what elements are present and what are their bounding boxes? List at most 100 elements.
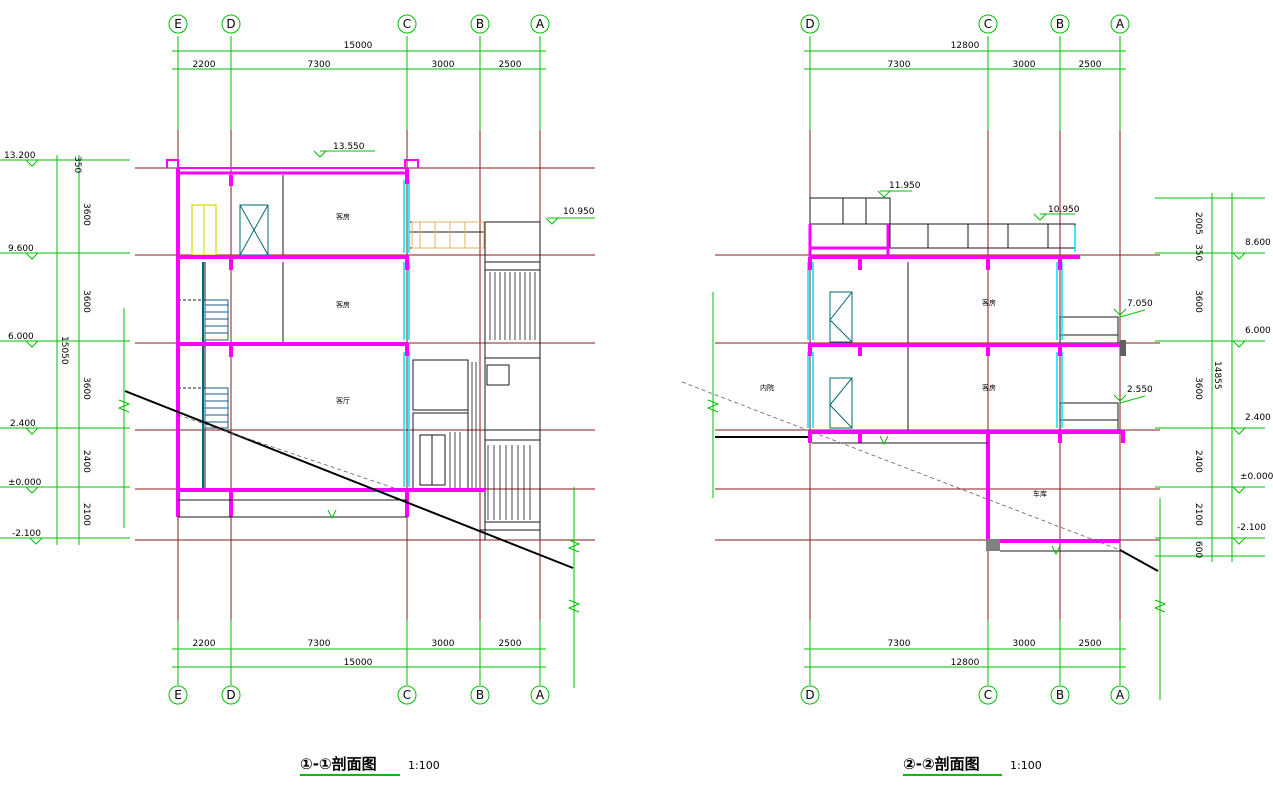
s2-axis-label-bottom-0: D (805, 688, 814, 702)
s2-dim-break-marks (706, 399, 1167, 613)
s1-vdim-4: 2400 (81, 450, 91, 473)
s1-axis-circles-top (168, 14, 550, 34)
section-1-1: E D C B A E D C B A 15000 2200 7300 3000… (0, 14, 595, 776)
s1-axis-label-bottom-1: D (226, 688, 235, 702)
s2-dim-seg-bottom-1: 3000 (1013, 639, 1036, 649)
s1-level-1: 9.600 (8, 244, 34, 254)
s2-vdim-4: 2400 (1193, 450, 1203, 473)
s2-dim-seg-top-2: 2500 (1079, 60, 1102, 70)
s2-doors (829, 291, 853, 429)
s1-level-3: 2.400 (10, 419, 36, 429)
s1-door-teal (239, 204, 269, 256)
s1-design-grade (177, 414, 401, 491)
s2-overall-height: 14855 (1212, 361, 1222, 390)
s1-dim-break-marks (117, 399, 581, 613)
s1-natural-grade (124, 390, 574, 569)
s1-slats (449, 272, 536, 520)
s1-terrace-elevation: 10.950 (563, 207, 595, 217)
s2-vdim-2: 3600 (1193, 290, 1203, 313)
s2-title: ②-②剖面图 (903, 755, 980, 773)
s1-axis-label-bottom-3: B (476, 688, 484, 702)
s1-axis-label-top-2: C (403, 17, 411, 31)
s2-vdim-0: 2005 (1193, 212, 1203, 235)
s1-scale: 1:100 (408, 759, 440, 772)
s2-level-2: 2.400 (1245, 413, 1271, 423)
s2-footing (986, 539, 1000, 551)
s2-balcony-elevation-0: 7.050 (1127, 299, 1153, 309)
s2-level-3: ±0.000 (1240, 472, 1273, 482)
s1-axis-label-top-3: B (476, 17, 484, 31)
s2-level-1: 6.000 (1245, 326, 1271, 336)
s1-title: ①-①剖面图 (300, 755, 377, 773)
s2-axis-circles-top (800, 14, 1130, 34)
s2-slab-end (1120, 340, 1126, 356)
s1-axis-label-top-1: D (226, 17, 235, 31)
s1-roof-elevation: 13.550 (333, 142, 365, 152)
s1-level-5: -2.100 (12, 529, 41, 539)
s2-level-lines (715, 254, 1160, 541)
s1-dim-total-top: 15000 (344, 41, 373, 51)
s2-axis-label-top-3: A (1116, 17, 1125, 31)
s2-foundation (812, 435, 1120, 556)
s2-level-4: -2.100 (1237, 523, 1266, 533)
s1-level-2: 6.000 (8, 332, 34, 342)
s2-vdim-6: 600 (1193, 541, 1203, 558)
section-2-2: D C B A D C B A 12800 7300 3000 2500 730… (681, 14, 1273, 776)
s2-axis-circles-bottom (800, 685, 1130, 705)
s2-dim-seg-top-0: 7300 (888, 60, 911, 70)
s2-axis-label-bottom-3: A (1116, 688, 1125, 702)
s2-vdim-5: 2100 (1193, 503, 1203, 526)
s1-level-markers (25, 150, 559, 545)
s1-glass-curtain (403, 180, 410, 487)
s1-axis-circles-bottom (168, 685, 550, 705)
s2-vdim-1: 350 (1193, 244, 1203, 261)
s2-level-markers (877, 190, 1246, 545)
s1-terrace-railing (411, 221, 485, 249)
s1-dim-seg-bottom-0: 2200 (193, 639, 216, 649)
s2-building-detail (809, 197, 1119, 431)
s2-balcony-elevation-1: 2.550 (1127, 385, 1153, 395)
s1-dim-seg-bottom-2: 3000 (432, 639, 455, 649)
s2-room-2: 车库 (1033, 489, 1047, 498)
s2-glass-curtain (807, 226, 1076, 428)
s1-building-detail (178, 175, 541, 540)
s1-vdim-1: 3600 (81, 203, 91, 226)
s2-upper-elevation-0: 11.950 (889, 181, 921, 191)
s1-axis-label-bottom-4: A (536, 688, 545, 702)
s2-courtyard: 内院 (760, 383, 774, 392)
s2-upper-elevation-1: 10.950 (1048, 205, 1080, 215)
s1-dim-seg-top-3: 2500 (499, 60, 522, 70)
s2-room-0: 客房 (982, 298, 996, 307)
s1-dim-total-bottom: 15000 (344, 658, 373, 668)
s2-level-0: 8.600 (1245, 238, 1271, 248)
s2-dim-seg-top-1: 3000 (1013, 60, 1036, 70)
s1-room-2: 客厅 (336, 396, 350, 405)
s2-axis-lines (809, 130, 1121, 620)
s2-natural-grade-lower (1119, 549, 1159, 572)
s1-axis-label-top-0: E (174, 17, 182, 31)
s1-dimension-lines (0, 36, 595, 688)
s2-dim-total-bottom: 12800 (951, 658, 980, 668)
s1-level-0: 13.200 (4, 151, 36, 161)
s2-axis-label-bottom-1: C (984, 688, 992, 702)
s2-axis-label-top-2: B (1056, 17, 1064, 31)
s2-dim-total-top: 12800 (951, 41, 980, 51)
s1-dim-seg-top-0: 2200 (193, 60, 216, 70)
s1-axis-lines (177, 130, 541, 620)
s2-axis-label-top-0: D (805, 17, 814, 31)
s2-design-grade (681, 381, 1121, 551)
s1-axis-label-top-4: A (536, 17, 545, 31)
s1-level-4: ±0.000 (8, 478, 42, 488)
s1-dim-seg-bottom-1: 7300 (308, 639, 331, 649)
s2-room-1: 客房 (982, 383, 996, 392)
s1-room-0: 客房 (336, 212, 350, 221)
s1-vdim-3: 3600 (81, 377, 91, 400)
s1-vdim-5: 2100 (81, 503, 91, 526)
s2-dim-seg-bottom-2: 2500 (1079, 639, 1102, 649)
s1-axis-label-bottom-2: C (403, 688, 411, 702)
s1-foundation (178, 499, 407, 520)
s1-overall-height: 15050 (59, 336, 69, 365)
s2-axis-label-top-1: C (984, 17, 992, 31)
s2-vdim-3: 3600 (1193, 377, 1203, 400)
